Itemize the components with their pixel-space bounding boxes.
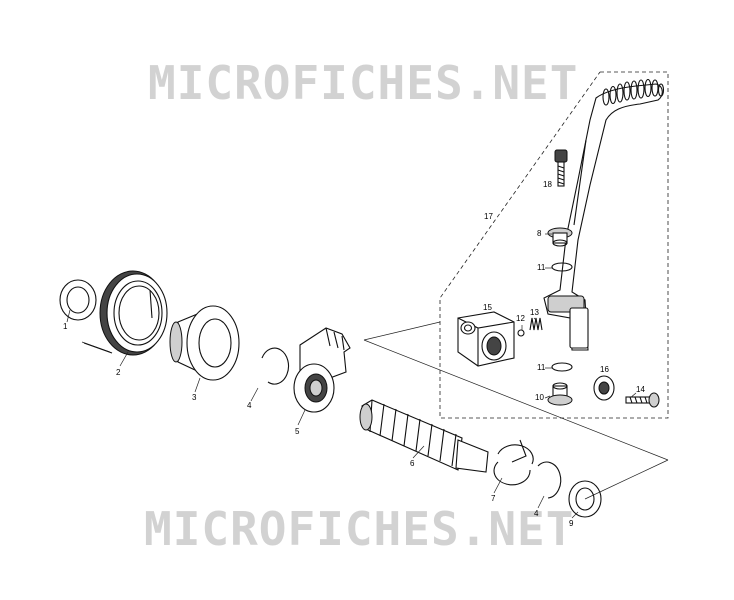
callout-16: 16 <box>600 365 609 374</box>
callout-13: 13 <box>530 308 539 317</box>
callout-17: 17 <box>484 212 493 221</box>
callout-14: 14 <box>636 385 645 394</box>
nut-16 <box>593 375 615 401</box>
pivot-block-15 <box>457 311 515 367</box>
callout-5: 5 <box>295 427 300 436</box>
kickstart-shaft-6 <box>359 399 489 473</box>
callout-18: 18 <box>543 180 552 189</box>
spring-13 <box>529 317 543 331</box>
callout-10: 10 <box>535 393 544 402</box>
watermark-bottom: MICROFICHES.NET <box>144 502 575 556</box>
callout-11-upper: 11 <box>537 263 546 272</box>
callout-4-right: 4 <box>534 509 539 518</box>
callout-12: 12 <box>516 314 525 323</box>
bushing-3 <box>169 305 240 381</box>
bolt-18 <box>554 149 568 187</box>
callout-4-left: 4 <box>247 401 252 410</box>
callout-7: 7 <box>491 494 496 503</box>
lever-small-parts <box>547 227 573 406</box>
callout-11-lower: 11 <box>537 363 546 372</box>
callout-6: 6 <box>410 459 415 468</box>
kickstart-lever <box>543 78 665 351</box>
circlip-4-right <box>537 461 562 499</box>
callout-9: 9 <box>569 519 574 528</box>
cable-line <box>83 342 113 354</box>
spring-7 <box>493 439 534 486</box>
circlip-4-left <box>261 347 290 385</box>
ball-12 <box>517 329 525 337</box>
callout-3: 3 <box>192 393 197 402</box>
lever-grip-rubber <box>602 78 665 106</box>
screw-14 <box>625 392 660 408</box>
callout-1: 1 <box>63 322 68 331</box>
callout-15: 15 <box>483 303 492 312</box>
callout-8: 8 <box>537 229 542 238</box>
ratchet-5 <box>293 327 351 413</box>
cover-ring-2 <box>99 270 168 356</box>
assembly-outline <box>363 71 669 500</box>
leader-lines <box>66 233 637 519</box>
callout-2: 2 <box>116 368 121 377</box>
watermark-top: MICROFICHES.NET <box>148 56 579 110</box>
